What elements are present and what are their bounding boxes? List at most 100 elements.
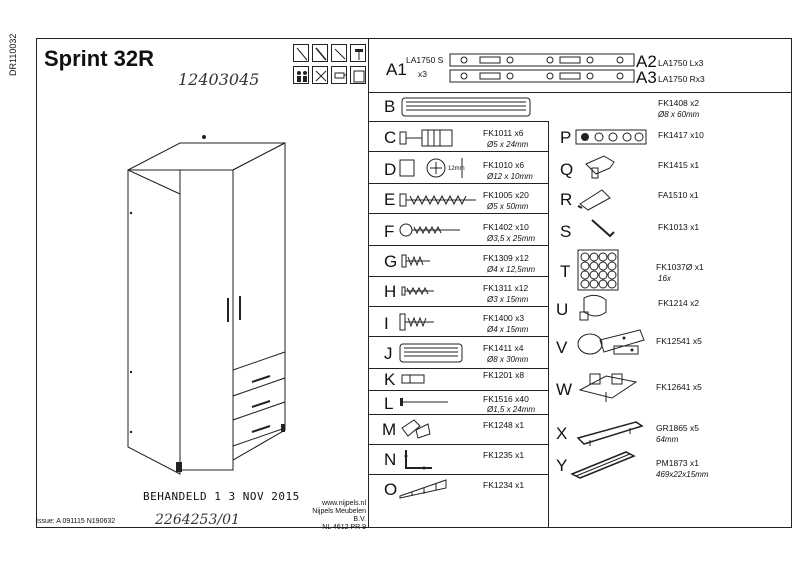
row-line <box>368 414 548 415</box>
part-spec: Ø4 x 12,5mm <box>487 265 536 274</box>
part-code: FK1311 x12 <box>483 283 529 293</box>
part-letter: O <box>384 480 398 499</box>
part-code: FK1400 x3 <box>483 313 525 323</box>
small-screw-illustration <box>401 286 434 296</box>
part-letter: A3 <box>636 68 657 87</box>
long-screw-illustration <box>399 193 476 207</box>
allen-key-illustration <box>591 219 615 238</box>
part-letter: A1 <box>386 60 407 79</box>
row-line <box>368 151 548 152</box>
washer-screw-illustration <box>399 313 434 331</box>
product-title: Sprint 32R <box>44 46 155 71</box>
part-qty: x3 <box>418 69 427 79</box>
handwritten-reference: 2264253/01 <box>155 512 240 528</box>
part-letter: B <box>384 97 396 116</box>
screw-illustration <box>399 223 460 237</box>
part-spec: Ø8 x 30mm <box>487 355 529 364</box>
part-spec: Ø3,5 x 25mm <box>487 234 536 243</box>
mounting-plate-illustration <box>578 373 638 402</box>
nail-illustration <box>400 398 448 406</box>
hammer-icon <box>350 44 366 62</box>
corner-bracket-illustration <box>404 450 432 470</box>
part-code: FK1037Ø x1 <box>656 262 704 272</box>
part-spec: Ø4 x 15mm <box>487 325 529 334</box>
part-code: FA1510 x1 <box>658 190 699 200</box>
part-letter: X <box>556 424 568 443</box>
company-info: www.nijpels.nl Nijpels Meubelen B.V. NL … <box>302 500 366 532</box>
handwritten-number: 12403045 <box>178 70 260 89</box>
part-letter: N <box>384 450 397 469</box>
two-people-icon <box>293 66 309 84</box>
felt-pads-illustration <box>577 249 619 291</box>
shelf-support-illustration <box>579 294 607 321</box>
row-line <box>368 92 792 93</box>
part-spec: Ø8 x 60mm <box>658 110 700 119</box>
rail-profile-illustration <box>570 451 636 479</box>
part-letter: M <box>382 420 397 439</box>
part-code: FK1005 x20 <box>483 190 529 200</box>
part-code: FK1417 x10 <box>658 130 704 140</box>
part-letter: K <box>384 370 396 389</box>
part-spec: Ø1,5 x 24mm <box>487 405 536 414</box>
screwdriver-icon <box>293 44 309 62</box>
part-letter: L <box>384 394 394 413</box>
part-code: FK1214 x2 <box>658 298 700 308</box>
row-line <box>368 213 548 214</box>
cam-bolt-illustration <box>399 129 453 147</box>
company-url: www.nijpels.nl <box>322 500 366 507</box>
part-code: FK1516 x40 <box>483 394 529 404</box>
part-code: LA1750 Rx3 <box>658 74 705 84</box>
part-spec: 64mm <box>656 435 679 444</box>
row-line <box>368 245 548 246</box>
drawer-rail-illustration <box>449 53 635 83</box>
wardrobe-drawing <box>127 135 286 475</box>
part-code: LA1750 S <box>406 55 444 65</box>
cam-lock-illustration <box>399 158 463 178</box>
part-code: FK1235 x1 <box>483 450 525 460</box>
issue-label: Issue: A 091115 N190632 <box>36 518 116 525</box>
short-screw-illustration <box>401 254 430 268</box>
part-letter: G <box>384 252 398 271</box>
part-code: FK1408 x2 <box>658 98 700 108</box>
part-spec: Ø5 x 24mm <box>487 140 529 149</box>
awl-icon <box>331 44 347 62</box>
part-spec: Ø5 x 50mm <box>487 202 529 211</box>
hinge-illustration <box>577 329 645 355</box>
clip-illustration <box>585 155 615 179</box>
dimension-label: 12mm <box>448 166 465 172</box>
part-code: LA1750 Lx3 <box>658 58 704 68</box>
part-spec: Ø12 x 10mm <box>487 172 533 181</box>
sheet-frame <box>36 38 792 528</box>
part-letter: A2 <box>636 52 657 71</box>
column-divider <box>368 38 369 528</box>
part-spec: 469x22x15mm <box>656 470 709 479</box>
short-dowel-illustration <box>399 343 463 363</box>
row-line <box>368 390 548 391</box>
part-code: FK1010 x6 <box>483 160 525 170</box>
cover-caps-illustration <box>575 129 647 145</box>
part-code: FK12541 x5 <box>656 336 702 346</box>
part-letter: V <box>556 338 568 357</box>
book-icon <box>350 66 366 84</box>
peg-illustration <box>401 374 425 384</box>
part-letter: W <box>556 380 573 399</box>
company-name: Nijpels Meubelen B.V. <box>312 508 366 523</box>
column-divider <box>548 121 549 528</box>
scissors-icon <box>312 66 328 84</box>
part-code: FK1011 x6 <box>483 128 524 138</box>
part-spec: 16x <box>658 274 671 283</box>
part-code: FK1411 x4 <box>483 343 524 353</box>
glue-tube-illustration <box>577 189 611 211</box>
part-code: FK12641 x5 <box>656 382 702 392</box>
part-letter: P <box>560 128 572 147</box>
row-line <box>368 368 548 369</box>
part-code: GR1865 x5 <box>656 423 699 433</box>
flat-screwdriver-icon <box>312 44 328 62</box>
part-letter: E <box>384 190 396 209</box>
part-code: FK1402 x10 <box>483 222 529 232</box>
wedge-illustration <box>399 479 447 499</box>
part-letter: D <box>384 160 397 179</box>
row-line <box>368 183 548 184</box>
part-letter: R <box>560 190 573 209</box>
received-stamp: BEHANDELD 1 3 NOV 2015 <box>143 490 300 503</box>
